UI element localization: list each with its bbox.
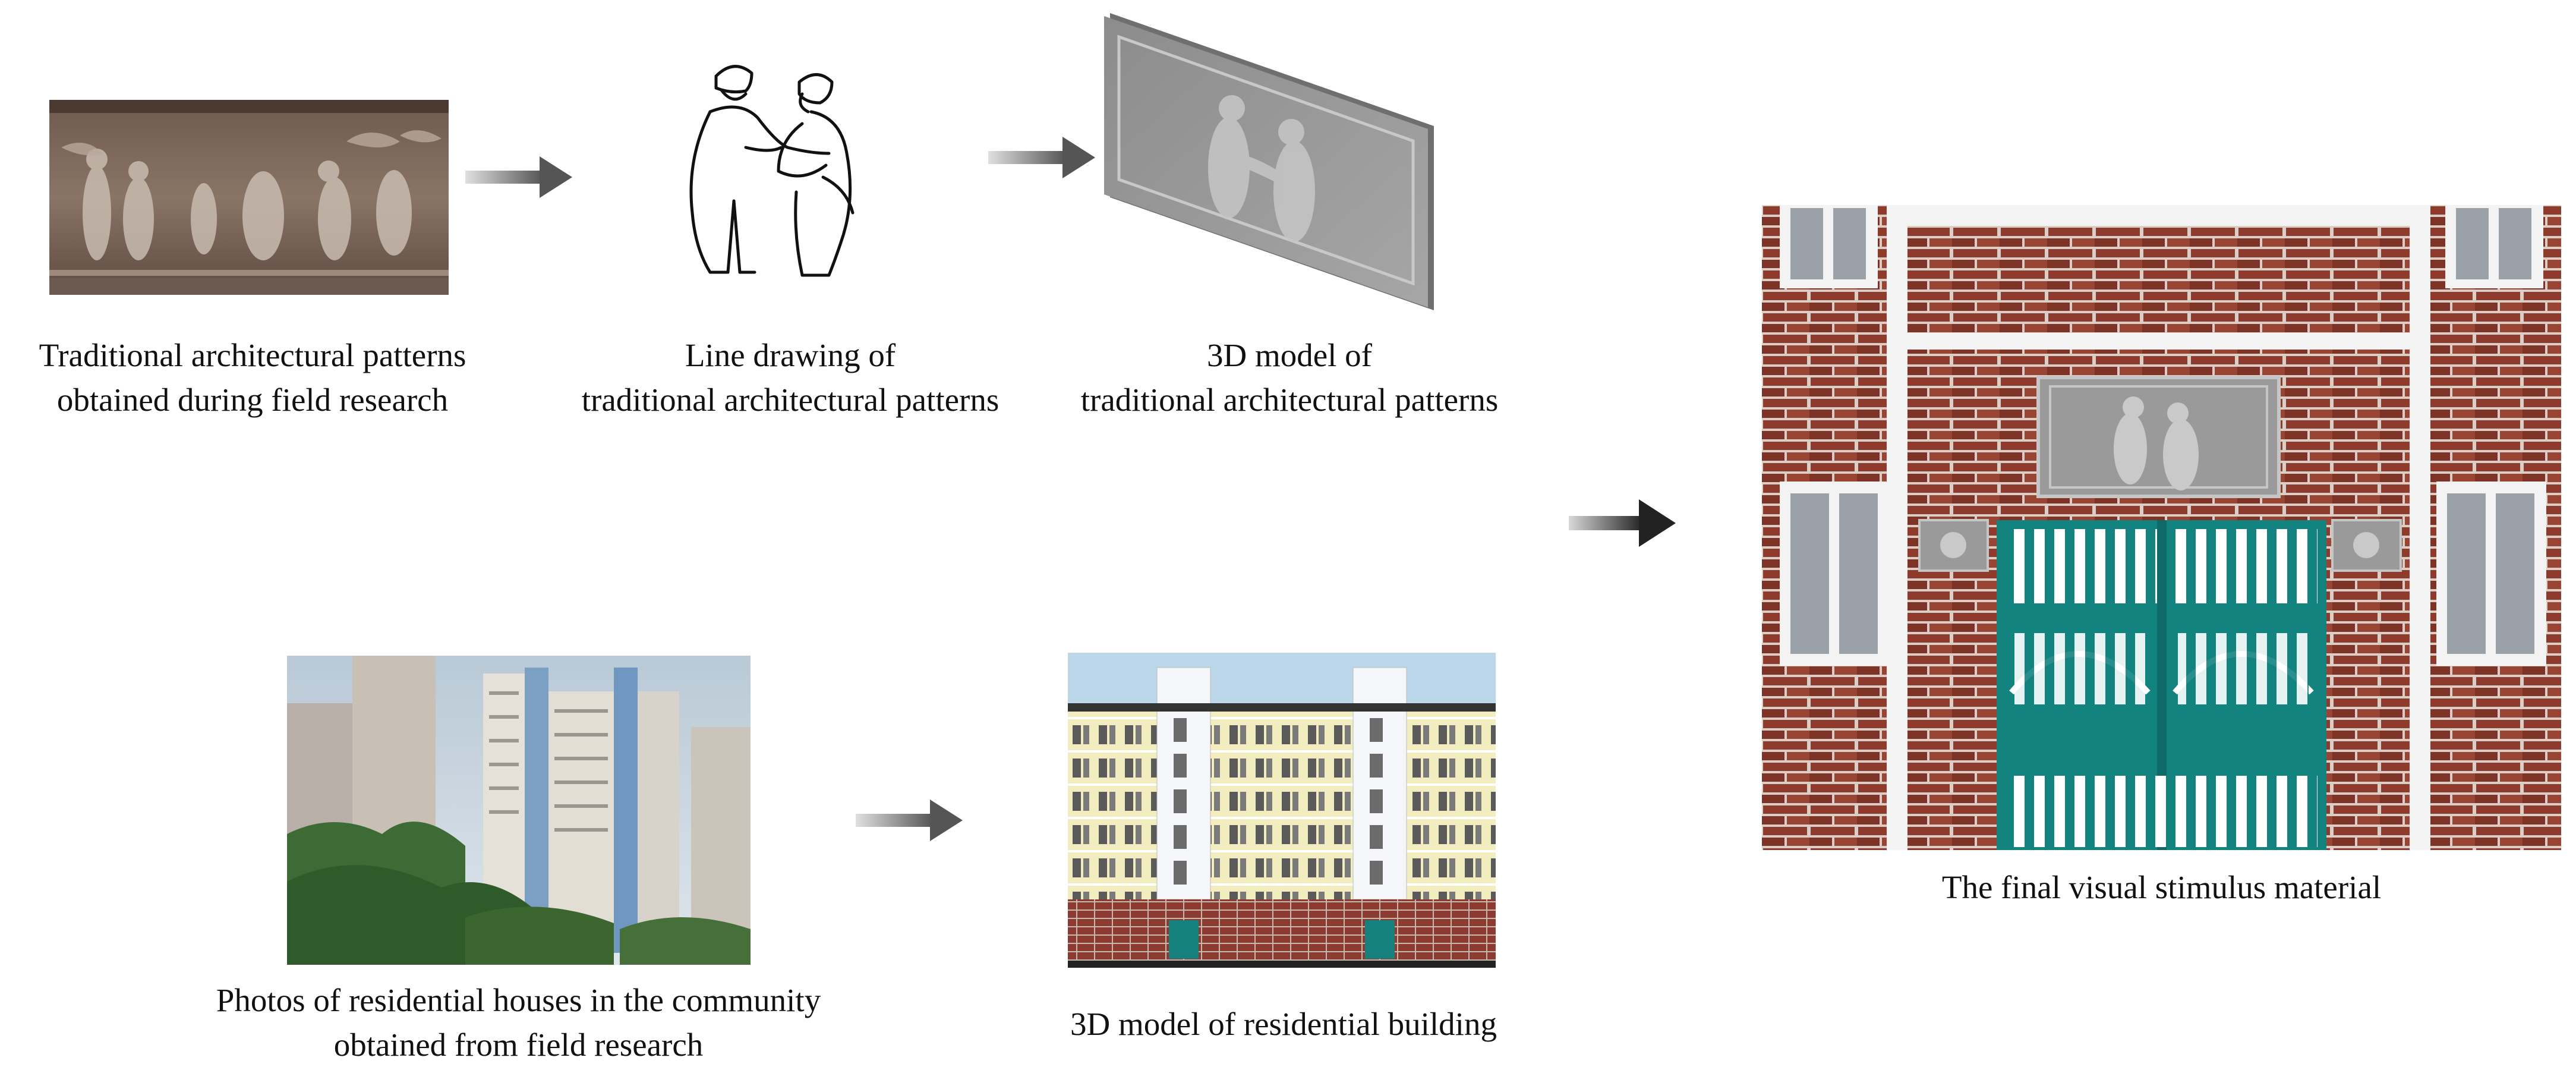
stone-panel-3d-model bbox=[1104, 13, 1443, 310]
arrow-right-icon bbox=[1569, 499, 1676, 547]
line-drawing-figures bbox=[674, 58, 876, 288]
caption-line: obtained during field research bbox=[56, 382, 449, 418]
caption-field-patterns: Traditional architectural patterns obtai… bbox=[0, 333, 505, 422]
caption-line: 3D model of bbox=[1206, 337, 1372, 373]
residential-building-3d-model bbox=[1068, 653, 1496, 968]
arrow-right-icon bbox=[465, 156, 572, 198]
final-stimulus-image bbox=[1762, 205, 2561, 850]
caption-model-patterns: 3D model of traditional architectural pa… bbox=[1034, 333, 1545, 422]
caption-residential-model: 3D model of residential building bbox=[986, 1002, 1581, 1046]
caption-line: obtained from field research bbox=[333, 1027, 704, 1063]
field-relief-photo bbox=[49, 100, 449, 295]
caption-line: Traditional architectural patterns bbox=[39, 337, 466, 373]
caption-line: traditional architectural patterns bbox=[581, 382, 999, 418]
caption-line: Photos of residential houses in the comm… bbox=[216, 982, 821, 1018]
caption-line: 3D model of residential building bbox=[1070, 1006, 1497, 1042]
caption-line: Line drawing of bbox=[685, 337, 896, 373]
caption-line: The final visual stimulus material bbox=[1941, 869, 2382, 905]
residential-photo bbox=[287, 656, 751, 965]
arrow-right-icon bbox=[988, 137, 1095, 178]
caption-residential-photos: Photos of residential houses in the comm… bbox=[149, 978, 888, 1067]
caption-final: The final visual stimulus material bbox=[1762, 865, 2561, 910]
caption-line: traditional architectural patterns bbox=[1080, 382, 1499, 418]
caption-line-drawing: Line drawing of traditional architectura… bbox=[535, 333, 1046, 422]
arrow-right-icon bbox=[856, 800, 963, 841]
